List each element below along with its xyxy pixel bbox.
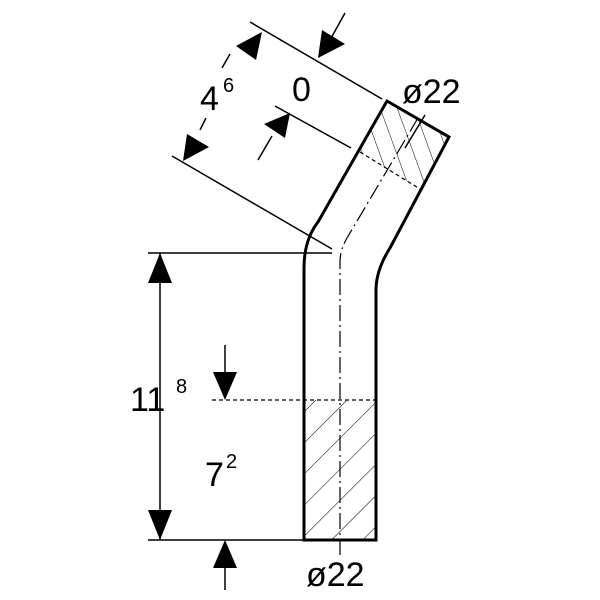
arrow-down-icon <box>148 510 172 540</box>
arrow-down-icon <box>213 372 237 400</box>
dimension-arrows <box>148 30 345 568</box>
dim-11-sup: 8 <box>176 376 187 398</box>
dim-7-sup: 2 <box>226 451 237 473</box>
extension-lines <box>148 21 426 541</box>
arrow-diag-icon <box>318 30 345 58</box>
top-diameter-label: ø22 <box>402 73 461 111</box>
dim-0-label: 0 <box>292 71 311 109</box>
dimension-lines <box>159 12 346 590</box>
dim-4-sup: 6 <box>223 75 234 97</box>
arrow-diag-icon <box>183 134 209 161</box>
top-socket-hatch <box>360 101 449 189</box>
top-socket-line <box>359 151 421 190</box>
arrow-up-icon <box>213 540 237 568</box>
arrow-diag-icon <box>264 113 290 138</box>
dim-7-label: 7 <box>205 456 224 494</box>
dim-11-label: 11 <box>130 381 165 419</box>
arrow-up-icon <box>148 253 172 283</box>
arrow-diag-icon <box>236 32 262 60</box>
bottom-diameter-label: ø22 <box>306 556 365 594</box>
dim-4-label: 4 <box>200 80 219 118</box>
centerline <box>339 117 419 555</box>
